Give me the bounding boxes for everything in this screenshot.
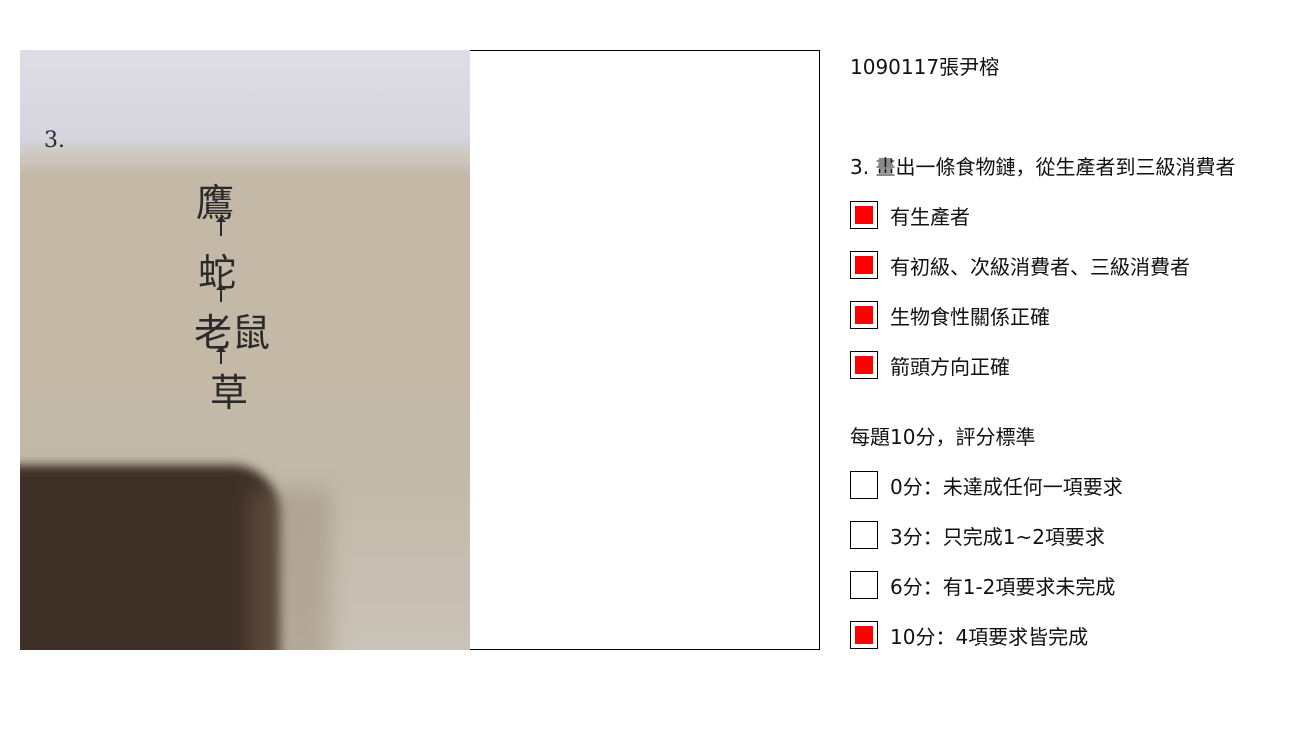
- question-prompt: 3. 畫出一條食物鏈，從生產者到三級消費者: [850, 155, 1236, 179]
- photo-shadow-edge: [250, 490, 330, 650]
- criterion-label: 生物食性關係正確: [890, 305, 1050, 329]
- checkbox-mark: [855, 306, 873, 324]
- criterion-checkbox[interactable]: [850, 201, 878, 229]
- checkbox-mark: [855, 356, 873, 374]
- score-checkbox[interactable]: [850, 521, 878, 549]
- photo-shadow: [20, 465, 280, 650]
- scoring-heading: 每題10分，評分標準: [850, 425, 1036, 449]
- handwritten-arrow: [216, 216, 226, 236]
- handwritten-arrow: [216, 346, 226, 364]
- score-option-label: 10分：4項要求皆完成: [890, 625, 1089, 649]
- criterion-checkbox[interactable]: [850, 301, 878, 329]
- photo-paper-top: [20, 50, 470, 160]
- score-option-label: 0分：未達成任何一項要求: [890, 475, 1123, 499]
- score-checkbox[interactable]: [850, 621, 878, 649]
- score-checkbox[interactable]: [850, 571, 878, 599]
- criterion-label: 有生產者: [890, 205, 970, 229]
- student-answer-photo: 3. 鷹 蛇 老鼠 草: [20, 50, 470, 650]
- handwritten-question-number: 3.: [44, 128, 65, 153]
- handwritten-word-mouse: 老鼠: [194, 311, 271, 355]
- score-checkbox[interactable]: [850, 471, 878, 499]
- criterion-checkbox[interactable]: [850, 251, 878, 279]
- handwritten-word-grass: 草: [210, 371, 249, 415]
- criterion-label: 有初級、次級消費者、三級消費者: [890, 255, 1190, 279]
- criterion-label: 箭頭方向正確: [890, 355, 1010, 379]
- checkbox-mark: [855, 626, 873, 644]
- score-option-label: 3分：只完成1~2項要求: [890, 525, 1105, 549]
- checkbox-mark: [855, 256, 873, 274]
- handwritten-word-eagle: 鷹: [196, 181, 235, 225]
- handwritten-arrow: [216, 284, 226, 302]
- score-option-label: 6分：有1-2項要求未完成: [890, 575, 1116, 599]
- criterion-checkbox[interactable]: [850, 351, 878, 379]
- checkbox-mark: [855, 206, 873, 224]
- student-name: 1090117張尹榕: [850, 55, 1000, 79]
